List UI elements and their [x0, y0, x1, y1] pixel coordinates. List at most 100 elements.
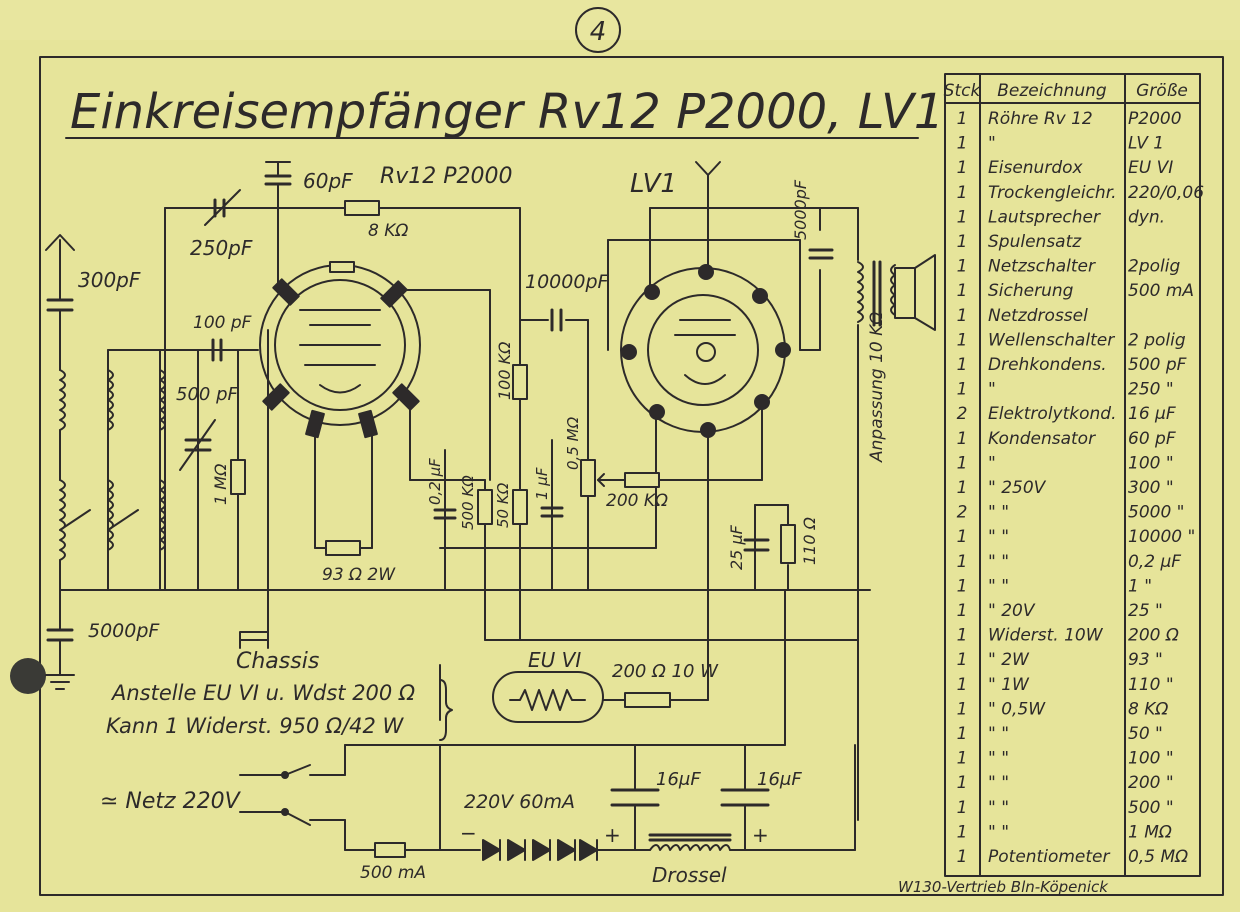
table-cell-name: "	[988, 134, 996, 154]
speaker-icon	[894, 267, 916, 319]
potentiometer-05m	[580, 459, 596, 497]
mains-switch	[284, 764, 311, 776]
table-cell-name: " 20V	[988, 601, 1036, 621]
table-cell-qty: 1	[957, 527, 968, 547]
label-r-200k: 200 KΩ	[606, 491, 668, 511]
table-cell-qty: 1	[957, 380, 968, 400]
table-cell-size: 10000 "	[1128, 527, 1195, 547]
table-cell-qty: 1	[957, 453, 968, 473]
table-cell-size: LV 1	[1128, 134, 1164, 154]
table-cell-size: 110 "	[1128, 675, 1174, 695]
table-cell-size: 8 KΩ	[1128, 699, 1168, 719]
table-cell-size: 250 "	[1128, 380, 1174, 400]
label-pot-05m: 0,5 MΩ	[564, 416, 582, 470]
table-cell-name: Elektrolytkond.	[988, 404, 1117, 424]
coil-reaction	[159, 369, 166, 431]
label-c-16uf-2: 16μF	[757, 769, 802, 790]
table-cell-name: Netzdrossel	[988, 306, 1088, 326]
table-cell-name: Potentiometer	[988, 847, 1110, 867]
table-cell-name: Sicherung	[988, 281, 1074, 301]
table-cell-size: 1 "	[1128, 576, 1152, 596]
label-tube1: Rv12 P2000	[380, 164, 513, 189]
label-c-250pf: 250pF	[190, 236, 253, 260]
table-cell-name: " 2W	[988, 650, 1030, 670]
table-cell-size: P2000	[1128, 109, 1182, 129]
table-cell-size: 220/0,06	[1128, 183, 1204, 203]
label-c-300pf: 300pF	[78, 268, 141, 292]
table-cell-qty: 1	[957, 773, 968, 793]
table-cell-name: Wellenschalter	[988, 330, 1115, 350]
table-cell-qty: 1	[957, 429, 968, 449]
label-tube2: LV1	[630, 169, 677, 199]
table-cell-qty: 1	[957, 306, 968, 326]
chassis-icon	[239, 631, 269, 649]
table-cell-qty: 1	[957, 207, 968, 227]
table-cell-name: " "	[988, 798, 1009, 818]
table-cell-name: Trockengleichr.	[988, 183, 1117, 203]
resistor-110	[780, 524, 796, 564]
table-cell-name: "	[988, 453, 996, 473]
table-cell-qty: 1	[957, 650, 968, 670]
label-r-50k: 50 KΩ	[494, 482, 512, 528]
choke-drossel	[649, 844, 731, 851]
table-cell-qty: 1	[957, 552, 968, 572]
table-cell-size: 300 "	[1128, 478, 1174, 498]
table-cell-name: " "	[988, 724, 1009, 744]
table-cell-name: " "	[988, 576, 1009, 596]
table-cell-qty: 1	[957, 675, 968, 695]
label-c-10000pf: 10000pF	[525, 271, 610, 293]
resistor-200k	[624, 472, 660, 488]
table-cell-qty: 1	[957, 478, 968, 498]
label-c-60pf: 60pF	[303, 169, 353, 193]
label-note-line2: Kann 1 Widerst. 950 Ω/42 W	[106, 714, 405, 738]
table-cell-qty: 1	[957, 576, 968, 596]
resistor-8k	[344, 200, 380, 216]
table-cell-size: 25 "	[1128, 601, 1163, 621]
coil-antenna	[59, 369, 66, 431]
table-cell-size: 500 mA	[1128, 281, 1194, 301]
label-r-200-10w: 200 Ω 10 W	[612, 661, 719, 682]
label-r-100k: 100 KΩ	[495, 341, 514, 400]
iron-urdox-euvi	[492, 671, 604, 723]
label-plus-1: +	[604, 823, 621, 847]
table-cell-name: " "	[988, 527, 1009, 547]
fuse-500ma	[374, 842, 406, 858]
label-chassis: Chassis	[236, 649, 319, 674]
table-cell-qty: 1	[957, 798, 968, 818]
table-cell-qty: 1	[957, 109, 968, 129]
resistor-50k	[512, 489, 528, 525]
table-cell-size: 0,2 μF	[1128, 552, 1181, 572]
table-cell-qty: 1	[957, 847, 968, 867]
table-cell-size: 1 MΩ	[1128, 822, 1172, 842]
schematic-labels: 60pF Rv12 P2000 LV1 250pF 8 KΩ 300pF 100…	[78, 164, 887, 887]
label-c-100pf: 100 pF	[193, 313, 252, 333]
label-r-93: 93 Ω 2W	[322, 565, 396, 585]
binder-hole	[10, 658, 46, 694]
antenna-top-icon	[265, 161, 291, 175]
table-cell-name: Netzschalter	[988, 257, 1096, 277]
label-euvi: EU VI	[528, 648, 581, 672]
table-cell-qty: 1	[957, 749, 968, 769]
table-cell-size: 60 pF	[1128, 429, 1176, 449]
label-c-1uf: 1 μF	[533, 467, 551, 500]
label-c-5000pf-left: 5000pF	[88, 620, 160, 642]
wiring	[59, 174, 871, 851]
label-minus: −	[460, 821, 477, 845]
table-cell-size: 93 "	[1128, 650, 1163, 670]
table-cell-name: Lautsprecher	[988, 207, 1101, 227]
table-cell-name: " "	[988, 552, 1009, 572]
page-number-text: 4	[590, 17, 607, 47]
resistor-1m	[230, 459, 246, 495]
table-cell-qty: 1	[957, 724, 968, 744]
table-cell-size: EU VI	[1128, 158, 1173, 178]
label-plus-2: +	[752, 823, 769, 847]
table-cell-name: " "	[988, 749, 1009, 769]
table-cell-size: 2 polig	[1128, 330, 1186, 350]
table-cell-name: " "	[988, 822, 1009, 842]
label-note-line1: Anstelle EU VI u. Wdst 200 Ω	[110, 681, 415, 705]
table-cell-qty: 2	[957, 503, 968, 523]
table-cell-qty: 1	[957, 822, 968, 842]
